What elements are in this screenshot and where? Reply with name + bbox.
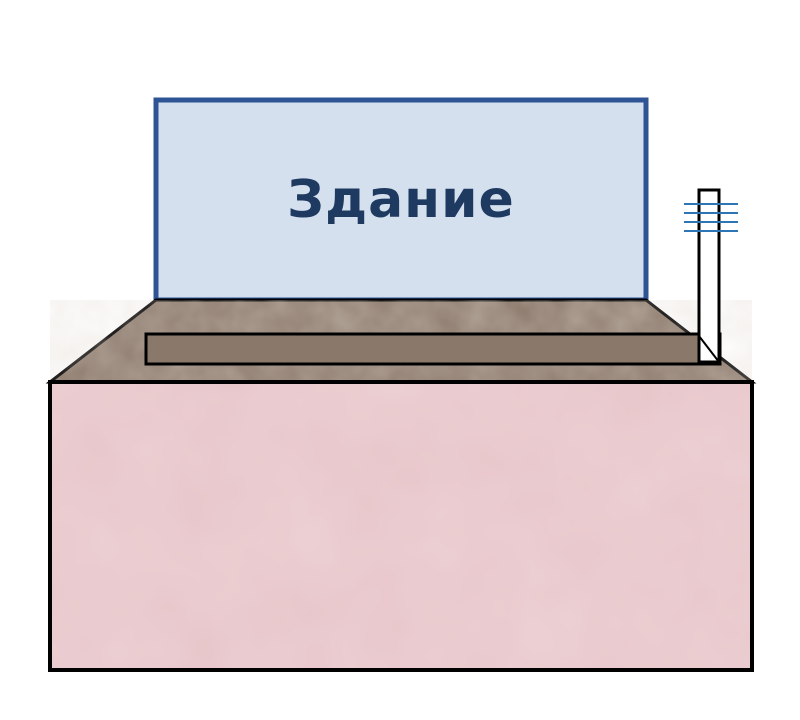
soil-block [48, 380, 754, 672]
ground-rod [697, 188, 721, 364]
grounding-strip [144, 332, 722, 366]
building-box [153, 97, 649, 303]
building-label: Здание [287, 170, 515, 230]
ground-rod-rings [684, 203, 738, 232]
